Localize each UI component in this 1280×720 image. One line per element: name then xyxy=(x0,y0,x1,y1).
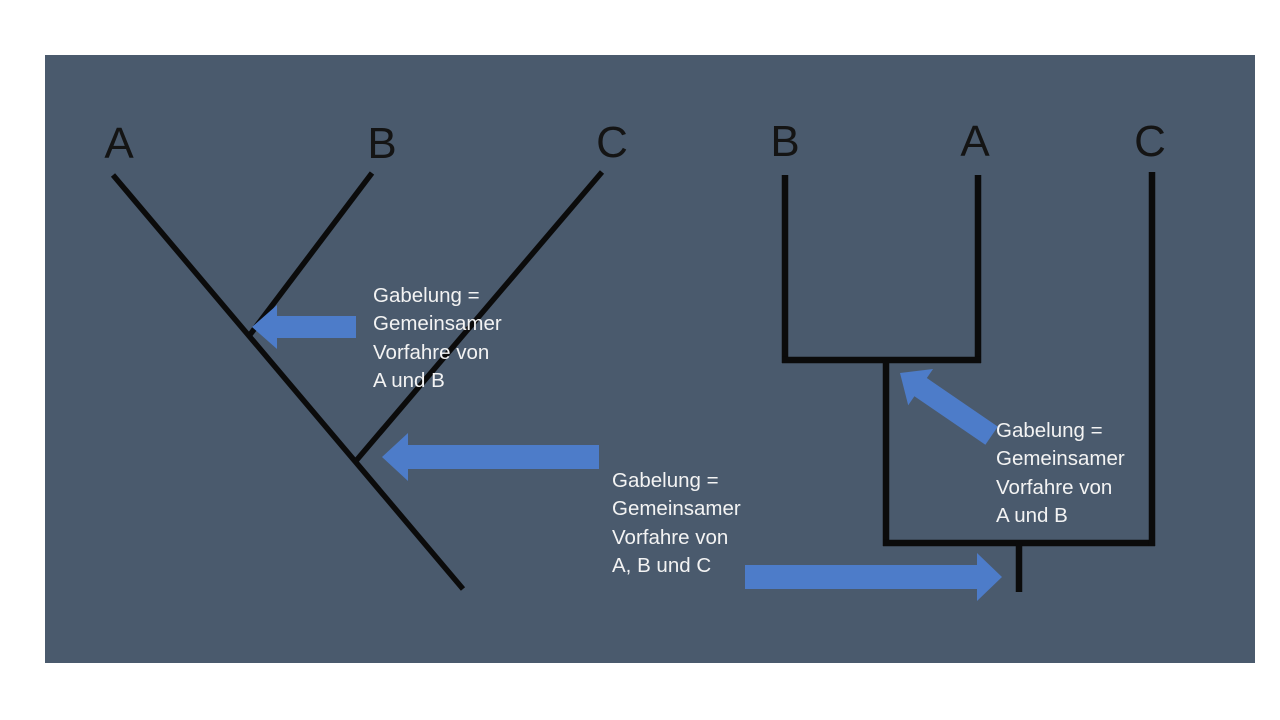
annotation-line: Gemeinsamer xyxy=(373,312,502,336)
annotation-left-abc-fork: Gabelung = Gemeinsamer Vorfahre von A, B… xyxy=(612,467,741,581)
annotation-line: Vorfahre von xyxy=(996,475,1113,499)
right-taxon-label-c: C xyxy=(1134,117,1166,166)
left-taxon-label-c: C xyxy=(596,118,628,167)
left-tree-branch-b xyxy=(246,171,375,338)
arrow-to-left-abc-fork-icon xyxy=(382,433,599,481)
arrow-to-right-root-icon xyxy=(745,553,1002,601)
left-taxon-label-b: B xyxy=(367,119,396,168)
annotation-line: A und B xyxy=(996,504,1068,528)
annotation-line: Gabelung = xyxy=(373,284,480,307)
right-taxon-label-b: B xyxy=(770,117,799,166)
slide-canvas: A B C B A C xyxy=(45,55,1255,663)
annotation-line: Gemeinsamer xyxy=(996,447,1125,471)
right-taxon-label-a: A xyxy=(960,117,990,166)
annotation-line: Vorfahre von xyxy=(373,340,490,364)
annotation-line: Gabelung = xyxy=(996,419,1103,442)
right-tree: B A C xyxy=(770,117,1166,592)
annotation-line: A, B und C xyxy=(612,554,712,578)
annotation-line: Vorfahre von xyxy=(612,525,729,549)
left-tree-branch-a-to-root xyxy=(110,173,466,591)
arrow-to-left-ab-fork-icon xyxy=(252,305,356,349)
annotation-line: A und B xyxy=(373,369,445,393)
arrow-to-right-ab-fork-icon xyxy=(900,368,998,445)
annotation-right-ab-fork: Gabelung = Gemeinsamer Vorfahre von A un… xyxy=(996,417,1125,531)
annotation-left-ab-fork: Gabelung = Gemeinsamer Vorfahre von A un… xyxy=(373,282,502,396)
annotation-line: Gabelung = xyxy=(612,469,719,492)
left-taxon-label-a: A xyxy=(104,119,134,168)
left-tree-branch-c xyxy=(352,170,605,464)
cladogram-svg: A B C B A C xyxy=(104,117,1166,601)
annotation-line: Gemeinsamer xyxy=(612,497,741,521)
left-tree: A B C xyxy=(104,118,628,591)
